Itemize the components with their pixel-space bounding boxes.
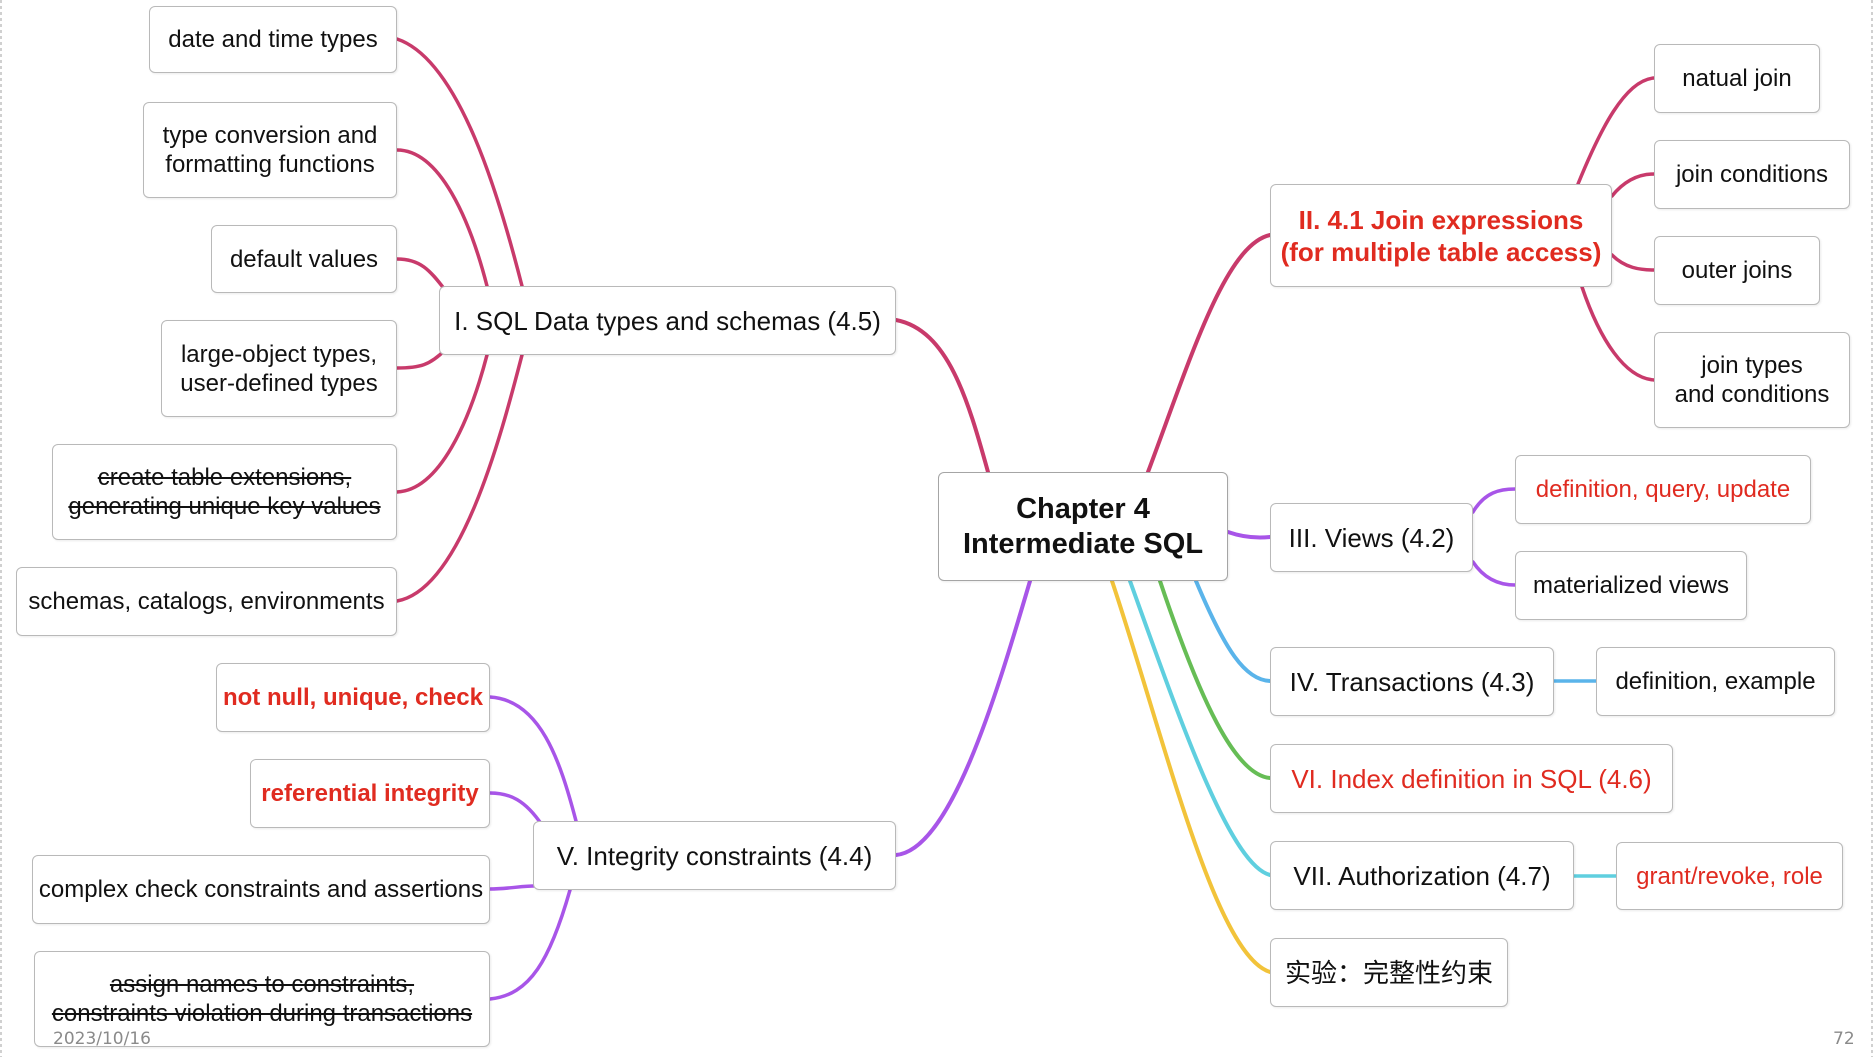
subtopic-natural-join[interactable]: natual join [1654, 44, 1820, 113]
link-b2-c0 [1576, 76, 1656, 186]
subtopic-join-conditions[interactable]: join conditions [1654, 140, 1850, 209]
subtopic-type-conversion[interactable]: type conversion and formatting functions [143, 102, 397, 198]
subtopic-grant-revoke-role[interactable]: grant/revoke, role [1616, 842, 1843, 910]
topic-join-expressions[interactable]: II. 4.1 Join expressions (for multiple t… [1270, 184, 1612, 287]
subtopic-join-types[interactable]: join types and conditions [1654, 332, 1850, 428]
footer-page-number: 72 [1833, 1029, 1855, 1049]
link-b1-c5 [395, 353, 524, 603]
subtopic-not-null-unique-check[interactable]: not null, unique, check [216, 663, 490, 732]
link-b5-c0 [488, 695, 578, 823]
root-topic[interactable]: Chapter 4 Intermediate SQL [938, 472, 1228, 581]
link-root-b3 [1226, 530, 1272, 540]
subtopic-referential-integrity[interactable]: referential integrity [250, 759, 490, 828]
topic-authorization[interactable]: VII. Authorization (4.7) [1270, 841, 1574, 910]
link-b1-c1 [395, 148, 489, 288]
link-b2-c1 [1610, 172, 1656, 198]
link-b3-c1 [1471, 560, 1517, 587]
subtopic-large-object-types[interactable]: large-object types, user-defined types [161, 320, 397, 417]
subtopic-schemas-catalogs[interactable]: schemas, catalogs, environments [16, 567, 397, 636]
link-b1-c0 [395, 37, 524, 288]
slide-edge-right [1871, 0, 1873, 1057]
link-root-b8 [1110, 579, 1272, 974]
topic-views[interactable]: III. Views (4.2) [1270, 503, 1473, 572]
link-root-b1 [894, 318, 990, 474]
link-b3-c0 [1471, 487, 1517, 514]
link-root-b6 [1158, 579, 1272, 780]
link-b2-c2 [1610, 253, 1656, 272]
link-root-b4 [1194, 579, 1272, 683]
link-root-b7 [1128, 579, 1272, 877]
link-b5-c1 [488, 791, 544, 827]
link-root-b2 [1146, 233, 1272, 474]
subtopic-date-time-types[interactable]: date and time types [149, 6, 397, 73]
link-b1-c4 [395, 353, 489, 494]
topic-index-definition[interactable]: VI. Index definition in SQL (4.6) [1270, 744, 1673, 813]
subtopic-create-table-extensions[interactable]: create table extensions, generating uniq… [52, 444, 397, 540]
subtopic-assign-names-constraints[interactable]: assign names to constraints, constraints… [34, 951, 490, 1047]
slide-edge-left [0, 0, 2, 1057]
footer-date: 2023/10/16 [53, 1029, 151, 1049]
topic-lab-integrity[interactable]: 实验：完整性约束 [1270, 938, 1508, 1007]
subtopic-materialized-views[interactable]: materialized views [1515, 551, 1747, 620]
subtopic-definition-example[interactable]: definition, example [1596, 647, 1835, 716]
link-b1-c2 [395, 257, 447, 292]
subtopic-default-values[interactable]: default values [211, 225, 397, 293]
subtopic-outer-joins[interactable]: outer joins [1654, 236, 1820, 305]
topic-integrity-constraints[interactable]: V. Integrity constraints (4.4) [533, 821, 896, 890]
link-b2-c3 [1580, 285, 1656, 382]
subtopic-complex-check-constraints[interactable]: complex check constraints and assertions [32, 855, 490, 924]
link-root-b5 [894, 579, 1032, 857]
link-b1-c3 [395, 348, 447, 370]
link-b5-c3 [488, 888, 572, 1001]
topic-sql-data-types[interactable]: I. SQL Data types and schemas (4.5) [439, 286, 896, 355]
topic-transactions[interactable]: IV. Transactions (4.3) [1270, 647, 1554, 716]
subtopic-definition-query-update[interactable]: definition, query, update [1515, 455, 1811, 524]
